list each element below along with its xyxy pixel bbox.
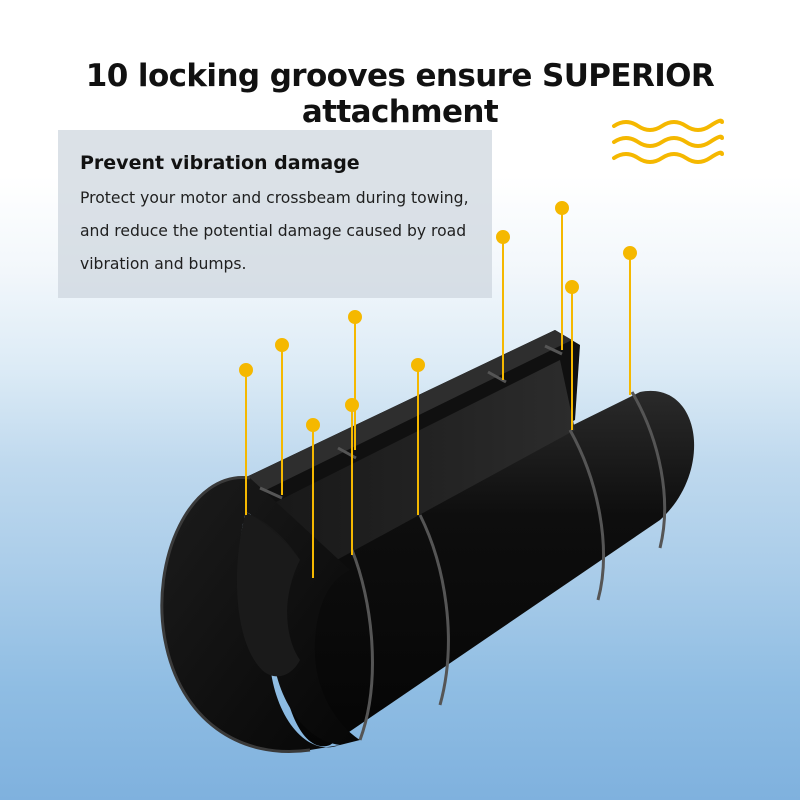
info-box: Prevent vibration damage Protect your mo… xyxy=(58,130,492,298)
headline: 10 locking grooves ensure SUPERIOR attac… xyxy=(85,58,715,130)
front-face xyxy=(161,477,360,752)
c-hollow xyxy=(236,512,300,677)
info-title: Prevent vibration damage xyxy=(80,152,360,174)
groove-callouts xyxy=(239,201,637,578)
wave-lines-icon xyxy=(612,118,724,164)
info-body: Protect your motor and crossbeam during … xyxy=(80,189,469,273)
inner-slot xyxy=(240,360,575,580)
